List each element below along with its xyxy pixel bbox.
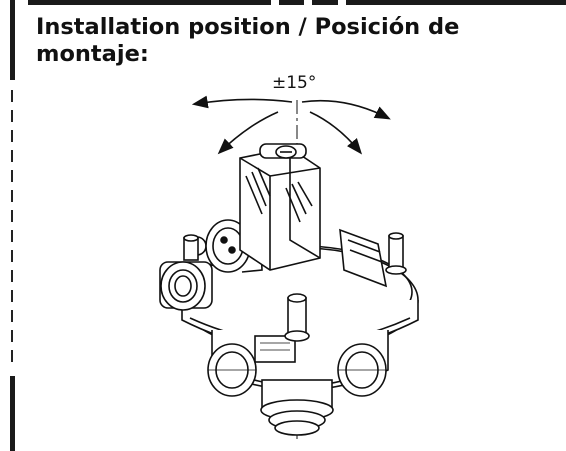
left-stud [183,234,199,261]
side-port [159,236,213,311]
lower-housing [207,330,389,436]
heading-line-1: Installation position / Posición de [36,14,460,40]
section-heading: Installation position / Posición de mont… [36,14,516,68]
rotation-arrow-left-inner [217,111,279,155]
rotation-arrow-right-inner [309,111,363,155]
frame-left-dashed-line [11,90,13,370]
rotation-arrow-left [191,95,293,109]
frame-left-border [10,0,15,80]
tolerance-label: ±15° [272,73,317,93]
right-stud [339,228,407,288]
front-stud [284,293,310,342]
frame-top-border [16,0,566,5]
solenoid-housing [239,143,321,271]
frame-left-border-lower [10,376,15,451]
rotation-arrow-right [301,99,391,120]
heading-line-2: montaje: [36,41,149,67]
